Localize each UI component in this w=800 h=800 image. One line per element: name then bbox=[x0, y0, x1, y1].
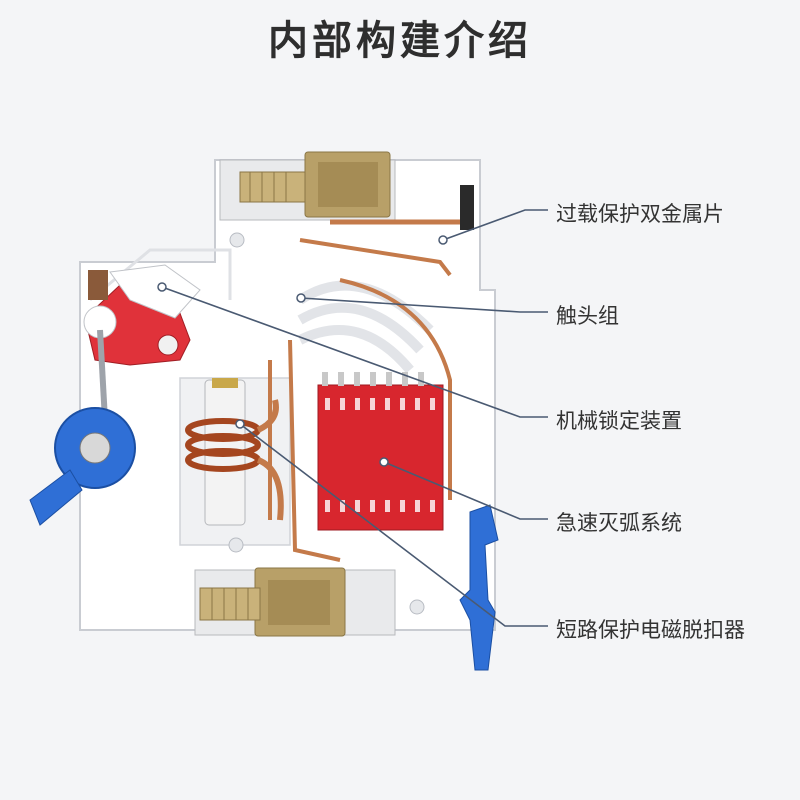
leader-lines bbox=[161, 209, 548, 627]
label-bimetal: 过载保护双金属片 bbox=[556, 202, 724, 226]
blue-knob bbox=[29, 329, 136, 526]
label-mechanism: 机械锁定装置 bbox=[556, 409, 682, 433]
leader-trip bbox=[239, 423, 548, 627]
leader-bimetal bbox=[442, 209, 548, 241]
leader-contacts bbox=[300, 297, 548, 313]
solenoid-coil bbox=[185, 378, 284, 526]
leader-arc bbox=[383, 461, 548, 520]
label-trip-unit: 短路保护电磁脱扣器 bbox=[556, 618, 745, 642]
leader-mechanism bbox=[161, 286, 548, 418]
label-contacts: 触头组 bbox=[556, 304, 619, 328]
bimetal-strip bbox=[299, 185, 474, 277]
blue-rail-clip bbox=[459, 504, 499, 671]
red-latch-mechanism bbox=[83, 264, 201, 366]
leader-dots bbox=[157, 235, 448, 467]
bottom-terminal bbox=[194, 567, 396, 637]
copper-leads bbox=[268, 278, 452, 562]
page-title: 内部构建介绍 bbox=[268, 18, 532, 64]
arc-chute bbox=[317, 372, 444, 531]
label-arc-system: 急速灭弧系统 bbox=[556, 511, 682, 535]
top-terminal bbox=[219, 151, 396, 221]
